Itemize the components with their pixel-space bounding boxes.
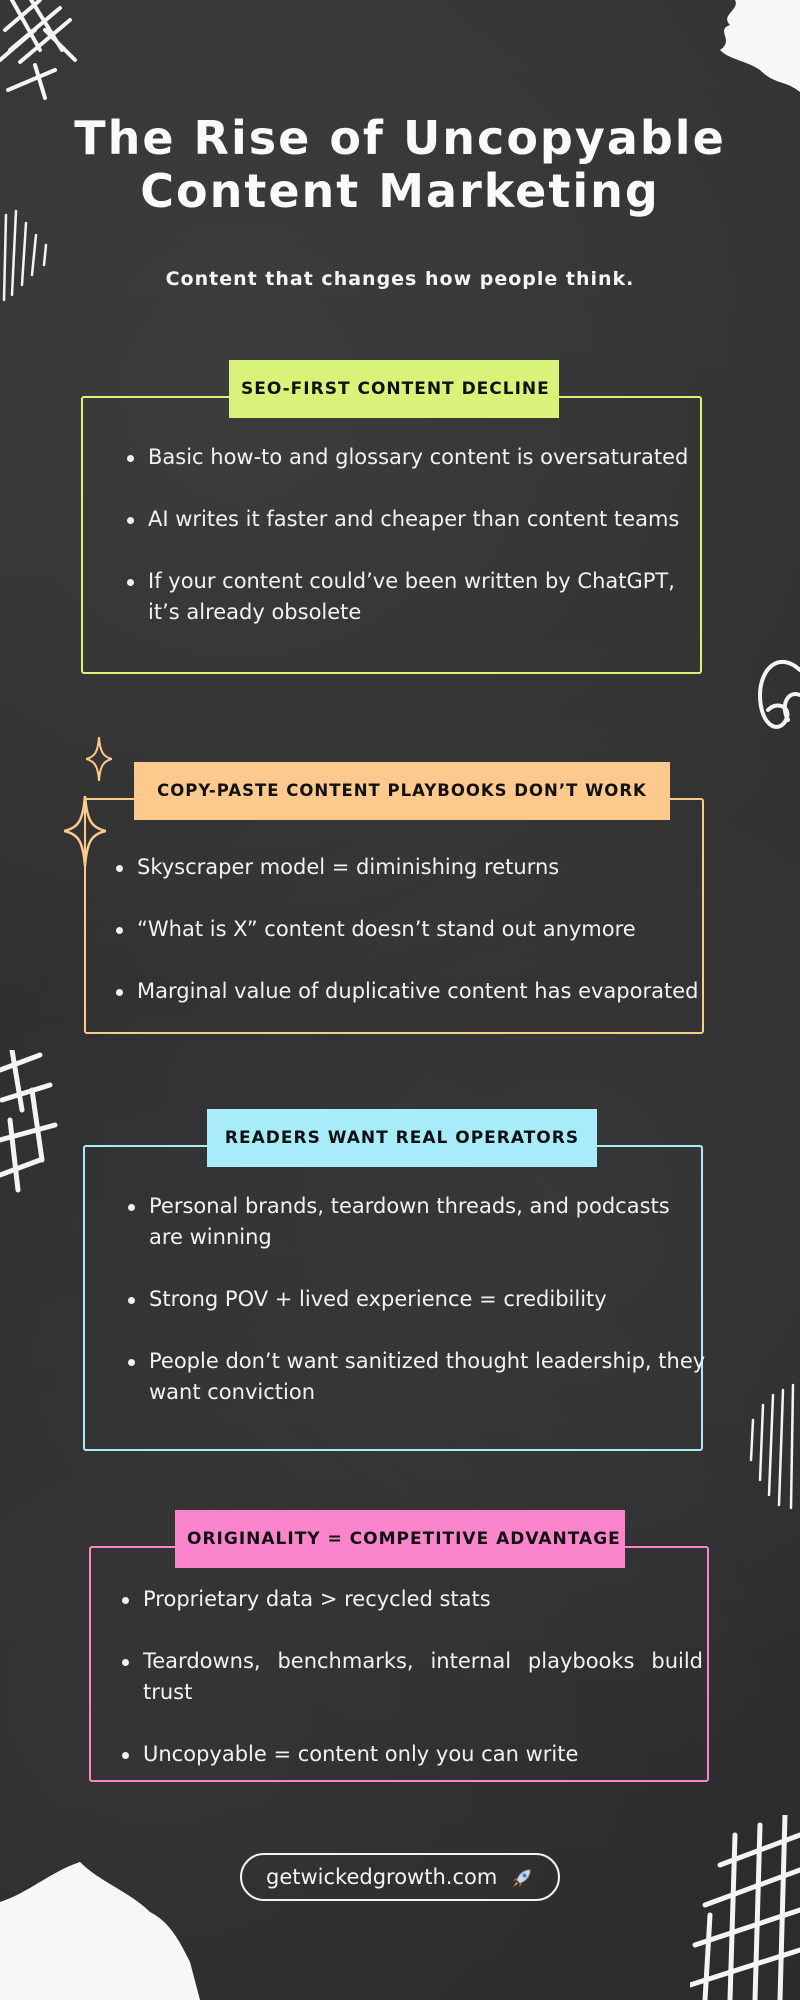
- section-readers-want-operators: READERS WANT REAL OPERATORS Personal bra…: [83, 1109, 705, 1451]
- list-item: “What is X” content doesn’t stand out an…: [116, 914, 727, 945]
- chalk-lines-left-icon: [2, 209, 48, 302]
- list-item: Skyscraper model = diminishing returns: [116, 852, 727, 883]
- rocket-icon: [513, 1869, 531, 1887]
- title-line-1: The Rise of Uncopyable: [74, 111, 726, 165]
- subtitle: Content that changes how people think.: [165, 268, 635, 290]
- list-item: AI writes it faster and cheaper than con…: [127, 504, 708, 535]
- list-item: Basic how-to and glossary content is ove…: [127, 442, 708, 473]
- list-item: Strong POV + lived experience = credibil…: [128, 1284, 709, 1315]
- list-item: People don’t want sanitized thought lead…: [128, 1346, 709, 1408]
- list-item: Uncopyable = content only you can write: [122, 1739, 703, 1770]
- section-label: READERS WANT REAL OPERATORS: [207, 1109, 597, 1167]
- chalk-swirl-right-icon: [757, 659, 800, 729]
- sparkle-small-icon: [86, 737, 112, 781]
- bullet-list: Basic how-to and glossary content is ove…: [118, 442, 708, 628]
- section-originality-advantage: ORIGINALITY = COMPETITIVE ADVANTAGE Prop…: [89, 1510, 709, 1782]
- page-title: The Rise of Uncopyable Content Marketing: [0, 112, 800, 218]
- sparkle-large-icon: [64, 796, 106, 866]
- list-item: Teardowns, benchmarks, internal playbook…: [122, 1646, 703, 1708]
- bullet-list: Proprietary data > recycled stats Teardo…: [113, 1584, 703, 1770]
- list-item: Personal brands, teardown threads, and p…: [128, 1191, 709, 1253]
- list-item: If your content could’ve been written by…: [127, 566, 708, 628]
- section-copy-paste-playbooks: COPY-PASTE CONTENT PLAYBOOKS DON’T WORK …: [84, 762, 704, 1034]
- chalk-lines-right-icon: [749, 1383, 795, 1510]
- title-line-2: Content Marketing: [140, 164, 660, 218]
- bullet-list: Personal brands, teardown threads, and p…: [119, 1191, 709, 1408]
- chalk-hash-left-icon: [0, 1050, 58, 1193]
- section-label: SEO-FIRST CONTENT DECLINE: [229, 360, 559, 418]
- website-url: getwickedgrowth.com: [266, 1865, 498, 1889]
- chalk-brush-bottom-left-icon: [0, 1862, 200, 2000]
- bullet-list: Skyscraper model = diminishing returns “…: [107, 852, 727, 1007]
- chalk-hash-bottom-right-icon: [690, 1815, 800, 2000]
- chalk-brush-top-right-icon: [720, 0, 800, 92]
- section-label: COPY-PASTE CONTENT PLAYBOOKS DON’T WORK: [134, 762, 670, 820]
- section-seo-first-decline: SEO-FIRST CONTENT DECLINE Basic how-to a…: [81, 360, 702, 674]
- list-item: Proprietary data > recycled stats: [122, 1584, 703, 1615]
- list-item: Marginal value of duplicative content ha…: [116, 976, 727, 1007]
- chalk-hash-top-left-icon: [0, 0, 77, 100]
- website-link[interactable]: getwickedgrowth.com: [240, 1853, 560, 1901]
- section-label: ORIGINALITY = COMPETITIVE ADVANTAGE: [175, 1510, 625, 1568]
